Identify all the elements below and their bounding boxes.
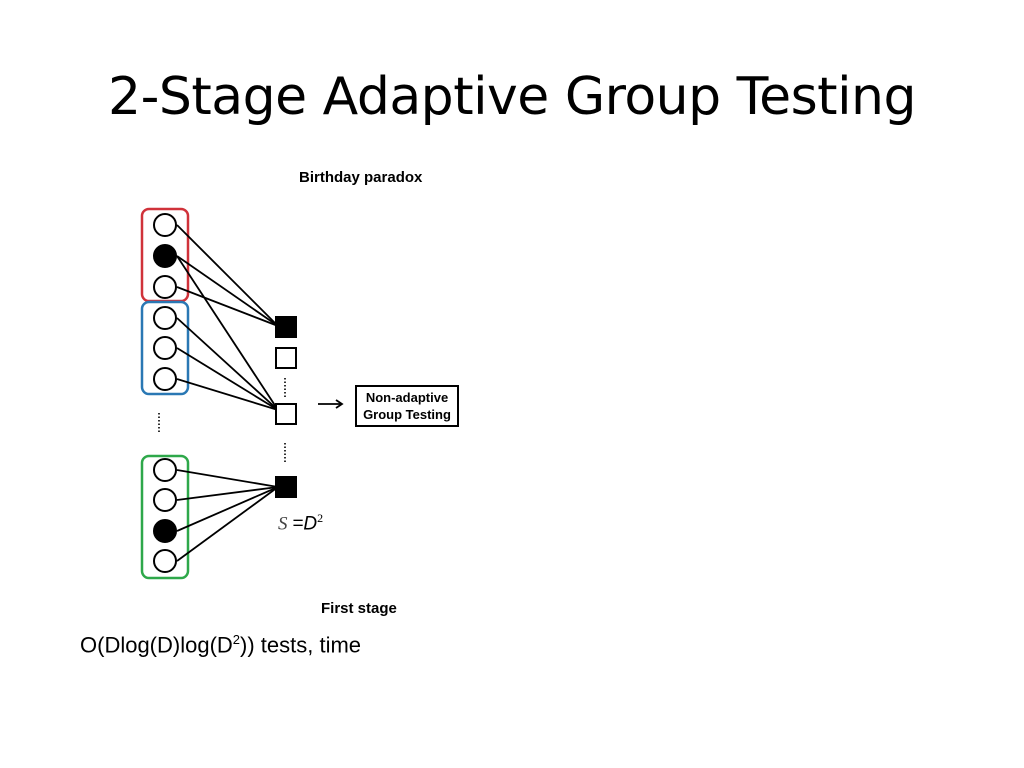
vertical-ellipsis <box>158 378 286 463</box>
item-node <box>153 458 177 482</box>
test-node-positive <box>275 476 297 498</box>
birthday-paradox-label: Birthday paradox <box>299 169 423 186</box>
s-equals: =D <box>292 513 318 535</box>
complexity-suffix: )) tests, time <box>240 632 362 658</box>
item-node-defective <box>153 519 177 543</box>
complexity-prefix: O(Dlog(D)log(D <box>80 632 233 658</box>
item-node-defective <box>153 244 177 268</box>
box-line-2: Group Testing <box>363 407 451 422</box>
item-node <box>153 488 177 512</box>
s-exponent: 2 <box>317 511 324 525</box>
test-node-positive <box>275 316 297 338</box>
item-node <box>153 549 177 573</box>
edges <box>176 224 279 562</box>
box-line-1: Non-adaptive <box>365 390 449 405</box>
complexity-exponent: 2 <box>232 632 241 647</box>
s-symbol: S <box>278 513 288 535</box>
group-box-green <box>140 454 190 580</box>
complexity-text: O(Dlog(D)log(D2)) tests, time <box>80 632 361 658</box>
test-node <box>275 347 297 369</box>
item-node <box>153 213 177 237</box>
s-equation: S =D2 <box>278 511 323 535</box>
item-nodes <box>153 213 177 573</box>
group-box-blue <box>140 300 190 396</box>
arrow-icon <box>318 399 344 409</box>
item-node <box>153 336 177 360</box>
item-node <box>153 367 177 391</box>
slide-title: 2-Stage Adaptive Group Testing <box>108 67 916 127</box>
item-node <box>153 275 177 299</box>
non-adaptive-box: Non-adaptive Group Testing <box>355 385 459 427</box>
test-node <box>275 403 297 425</box>
test-nodes <box>275 316 297 498</box>
first-stage-label: First stage <box>321 600 397 617</box>
item-node <box>153 306 177 330</box>
